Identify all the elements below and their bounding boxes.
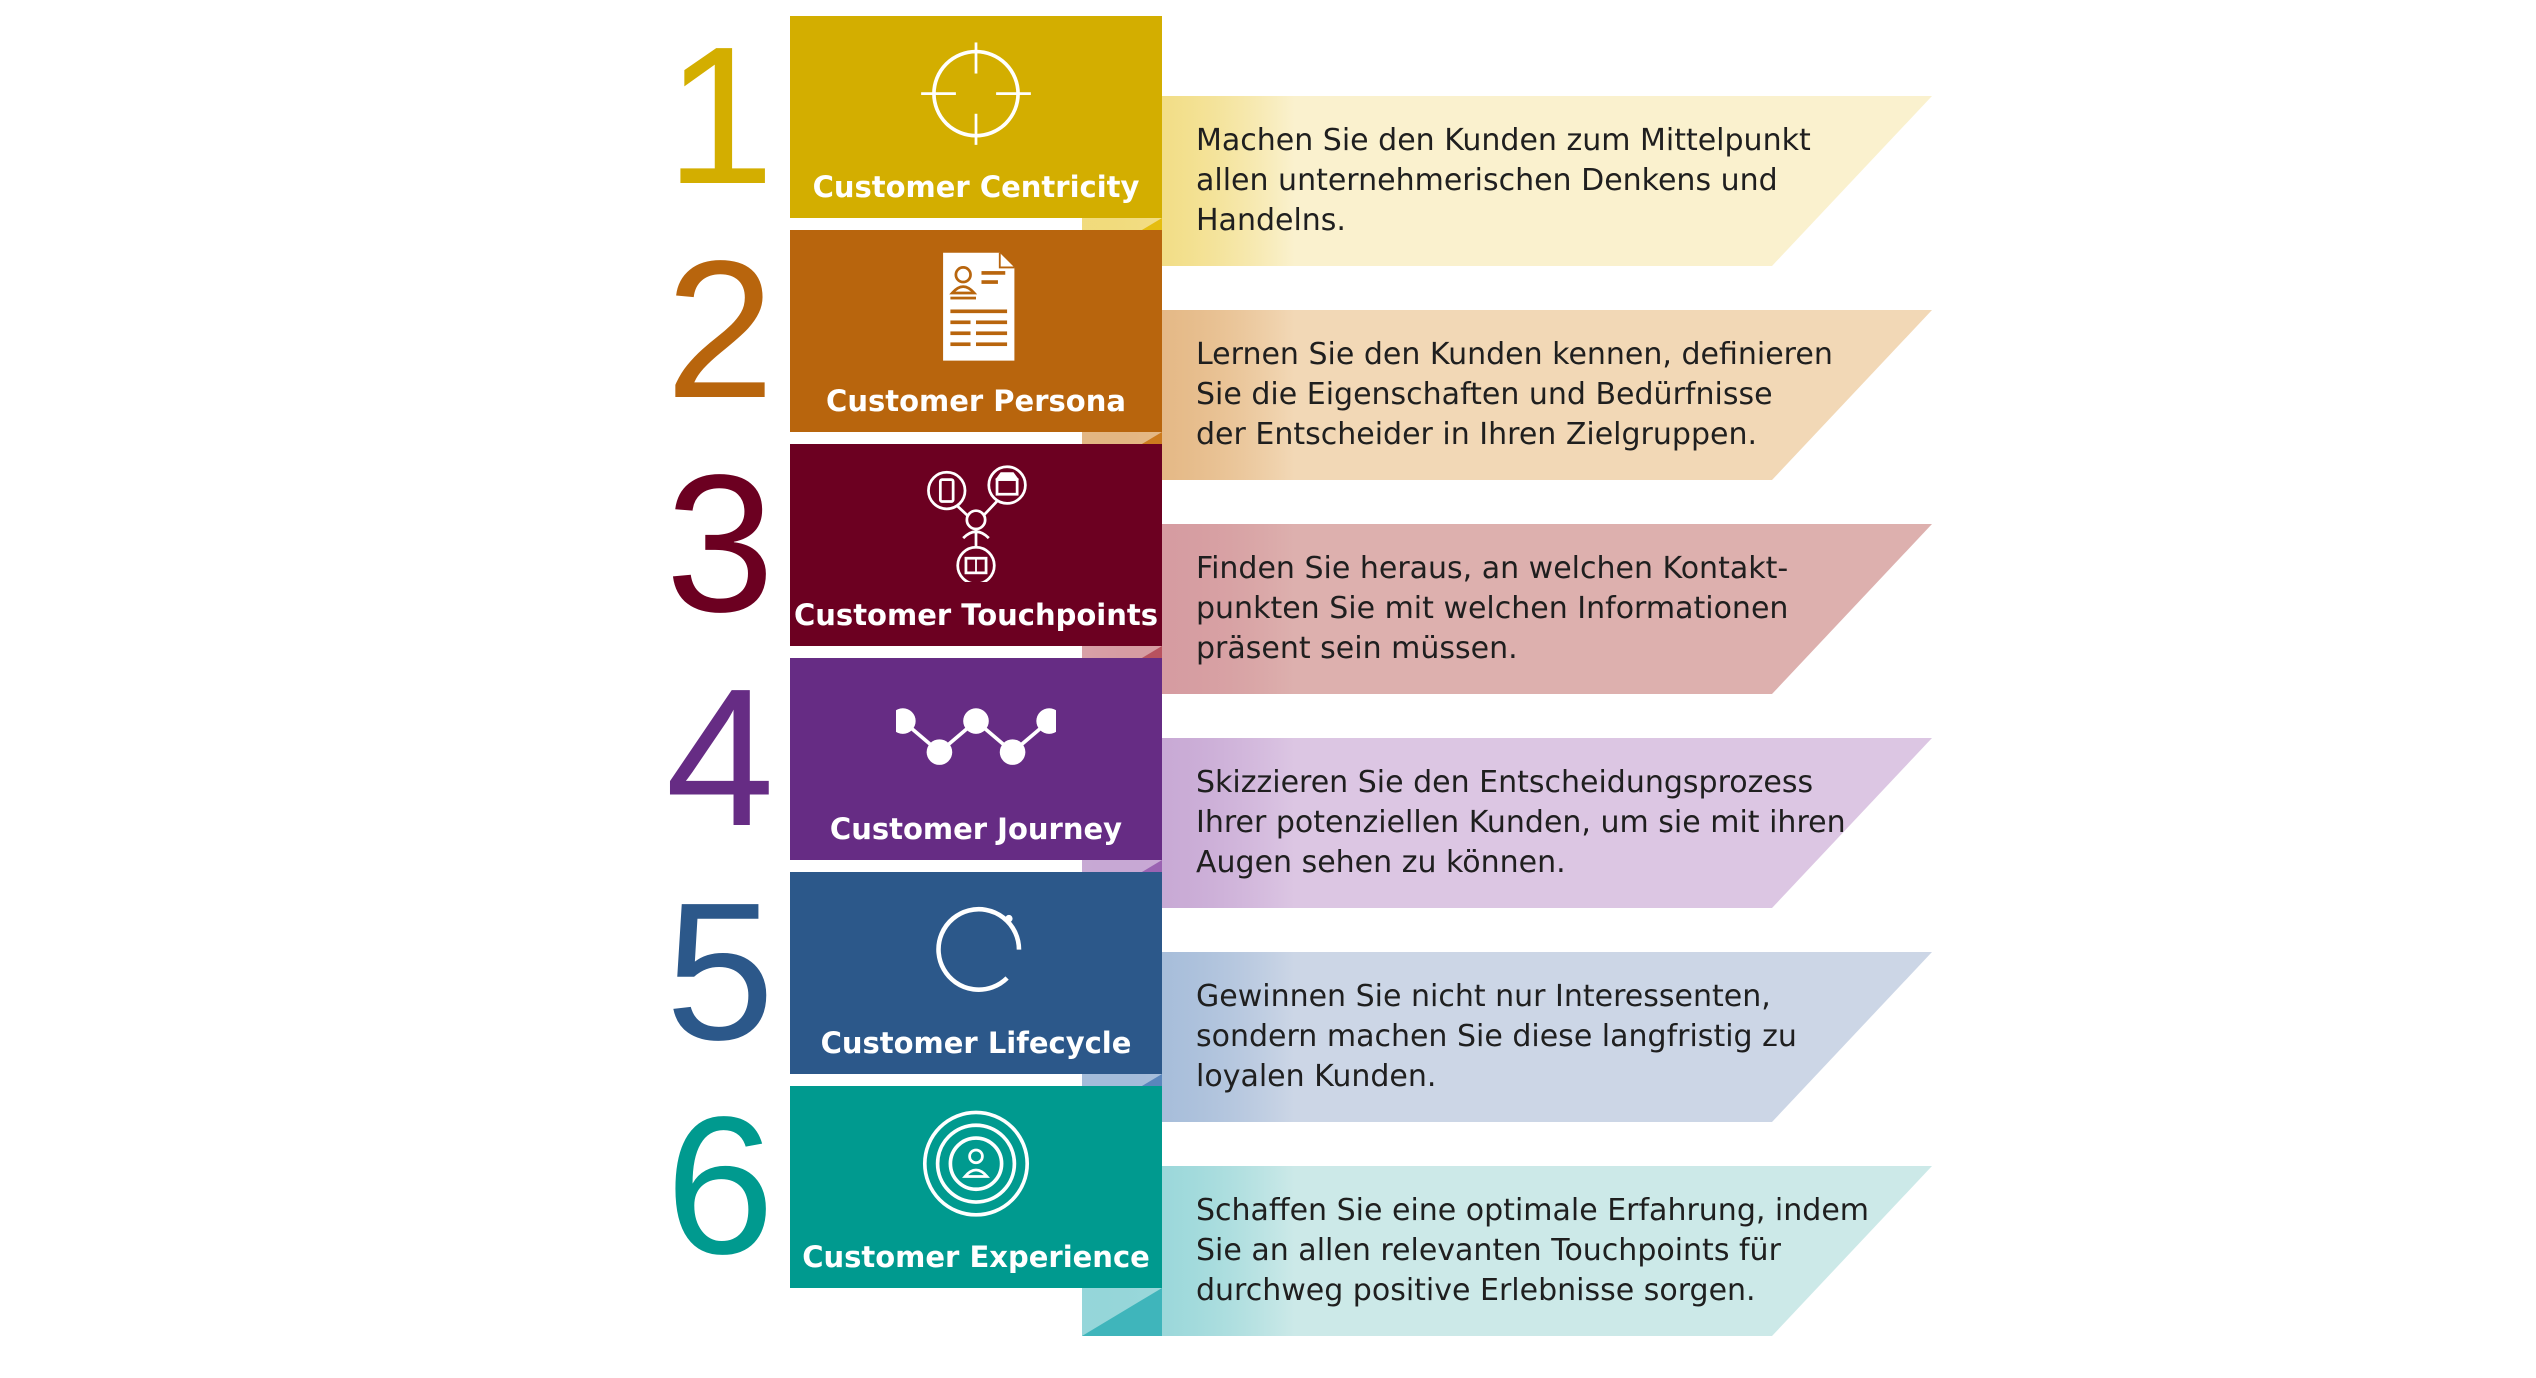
- step-number: 2: [665, 220, 775, 439]
- description-line: durchweg positive Erlebnisse sorgen.: [1196, 1273, 1756, 1308]
- step-card: Customer Centricity: [790, 16, 1162, 218]
- description-line: Handelns.: [1196, 203, 1346, 238]
- description-line: der Entscheider in Ihren Zielgruppen.: [1196, 417, 1757, 452]
- description-ribbon: [1082, 524, 1932, 694]
- step-title: Customer Persona: [826, 384, 1126, 418]
- description-line: Sie an allen relevanten Touchpoints für: [1196, 1233, 1781, 1268]
- touchpoints-network-icon: [927, 465, 1027, 582]
- step-description: Schaffen Sie eine optimale Erfahrung, in…: [1196, 1166, 1876, 1336]
- description-line: loyalen Kunden.: [1196, 1059, 1437, 1094]
- description-line: Machen Sie den Kunden zum Mittelpunkt: [1196, 123, 1811, 158]
- journey-path-nodes-icon: [896, 706, 1056, 767]
- step-description: Lernen Sie den Kunden kennen, definieren…: [1196, 310, 1876, 480]
- description-line: Ihrer potenziellen Kunden, um sie mit ih…: [1196, 805, 1846, 840]
- description-line: punkten Sie mit welchen Informationen: [1196, 591, 1789, 626]
- description-line: Sie die Eigenschaften und Bedürfnisse: [1196, 377, 1773, 412]
- step-number: 6: [665, 1076, 775, 1295]
- description-line: Lernen Sie den Kunden kennen, definieren: [1196, 337, 1833, 372]
- description-line: Gewinnen Sie nicht nur Interessenten,: [1196, 979, 1771, 1014]
- step-card: Customer Lifecycle: [790, 872, 1162, 1074]
- ribbon-fold: [1082, 1288, 1162, 1336]
- description-line: Schaffen Sie eine optimale Erfahrung, in…: [1196, 1193, 1870, 1228]
- description-ribbon: [1082, 96, 1932, 266]
- step-title: Customer Experience: [802, 1240, 1150, 1274]
- step-number: 1: [665, 6, 775, 225]
- description-line: Finden Sie heraus, an welchen Kontakt-: [1196, 551, 1789, 586]
- experience-concentric-person-icon: [922, 1110, 1030, 1217]
- step-title: Customer Centricity: [812, 170, 1140, 204]
- description-ribbon: [1082, 1166, 1932, 1336]
- description-line: Skizzieren Sie den Entscheidungsprozess: [1196, 765, 1814, 800]
- step-title: Customer Touchpoints: [794, 598, 1158, 632]
- step-title: Customer Lifecycle: [820, 1026, 1132, 1060]
- description-line: sondern machen Sie diese langfristig zu: [1196, 1019, 1797, 1054]
- step-card: Customer Journey: [790, 658, 1162, 860]
- description-ribbon: [1082, 310, 1932, 480]
- crosshair-target-icon: [919, 40, 1033, 147]
- step-title: Customer Journey: [829, 812, 1123, 846]
- lifecycle-circle-arc-icon: [896, 882, 1056, 1010]
- step-number: 5: [665, 862, 775, 1081]
- step-card: Customer Experience: [790, 1086, 1162, 1288]
- step-number: 3: [665, 434, 775, 653]
- description-line: präsent sein müssen.: [1196, 631, 1518, 666]
- description-ribbon: [1082, 952, 1932, 1122]
- persona-profile-document-icon: [941, 251, 1016, 363]
- step-description: Machen Sie den Kunden zum Mittelpunkt all…: [1196, 96, 1876, 266]
- description-line: allen unternehmerischen Denkens und: [1196, 163, 1778, 198]
- step-description: Finden Sie heraus, an welchen Kontakt-pu…: [1196, 524, 1876, 694]
- step-number: 4: [665, 648, 775, 867]
- step-card: Customer Persona: [790, 230, 1162, 432]
- step-description: Gewinnen Sie nicht nur Interessenten, son…: [1196, 952, 1876, 1122]
- description-ribbon: [1082, 738, 1932, 908]
- step-card: Customer Touchpoints: [790, 444, 1162, 646]
- description-line: Augen sehen zu können.: [1196, 845, 1566, 880]
